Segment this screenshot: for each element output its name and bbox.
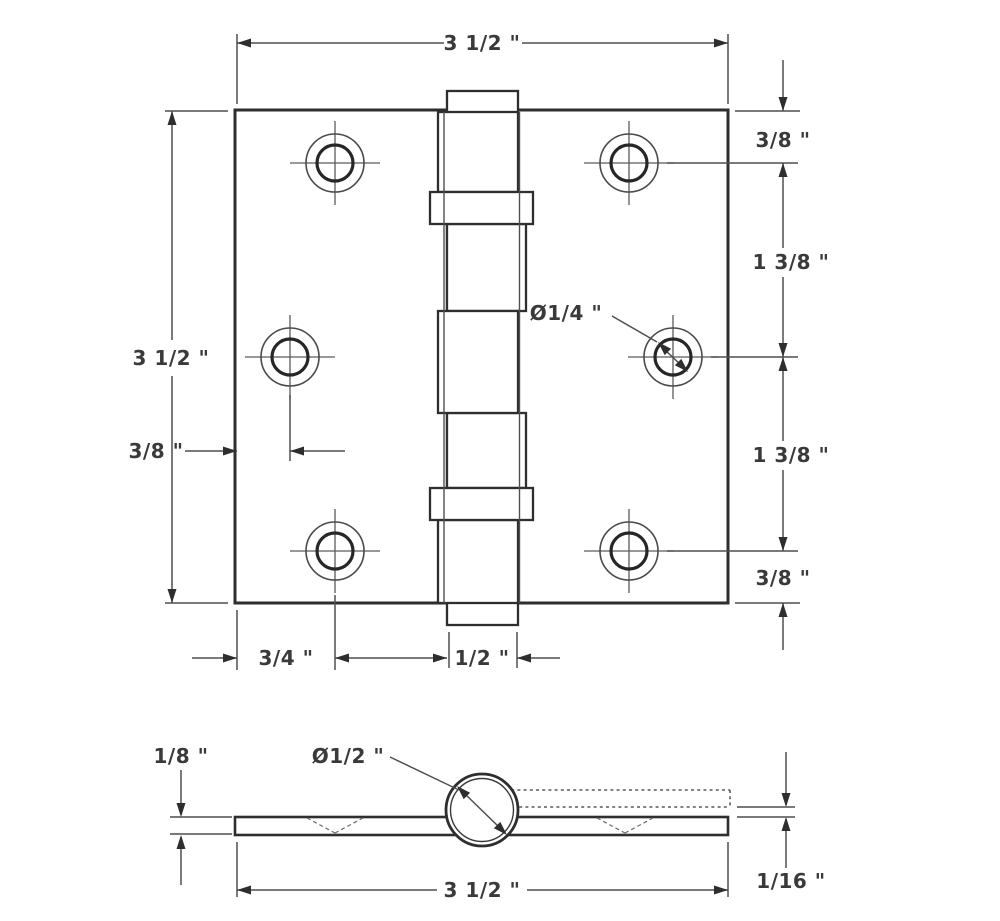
barrel-profile [444, 772, 520, 848]
dim-label-top-margin: 3/8 " [755, 128, 810, 152]
countersink-marks [306, 817, 654, 834]
knuckle-right-upper [445, 222, 528, 313]
screw-hole [288, 119, 382, 207]
dim-leaf-offset: 1/16 " [737, 752, 825, 893]
leader-line [389, 756, 460, 791]
leader-line [611, 315, 658, 343]
dim-label-edge-to-corner-hole: 3/4 " [258, 646, 313, 670]
bearing-ring-lower [428, 486, 535, 522]
knuckle-left-top [436, 110, 520, 194]
bearing-ring-upper [428, 190, 535, 226]
dim-label-overall-width-bottom: 3 1/2 " [444, 878, 521, 902]
dim-label-leaf-thickness: 1/8 " [153, 744, 208, 768]
dim-overall-width-top: 3 1/2 " [236, 31, 729, 104]
dim-edge-to-center-hole: 3/8 " [128, 439, 345, 463]
dim-label-screw-hole-diameter: Ø1/4 " [530, 301, 603, 325]
dim-right-stack: 3/8 " 1 3/8 " 1 3/8 " 3/8 " [735, 60, 829, 650]
hinge-barrel [428, 89, 535, 627]
knuckle-left-bottom [436, 518, 520, 605]
knuckle-right-lower [445, 411, 528, 490]
ghost-leaf-dashed [505, 789, 731, 808]
screw-hole [582, 119, 676, 207]
leaf-right-profile [507, 815, 730, 837]
callout-barrel-diameter: Ø1/2 " [312, 744, 460, 791]
dim-label-hole-spacing-upper: 1 3/8 " [753, 250, 830, 274]
dim-label-edge-to-center-hole: 3/8 " [128, 439, 183, 463]
dim-label-height-left: 3 1/2 " [133, 346, 210, 370]
top-view: 3 1/2 " 3 1/2 " 3/8 " 3/8 " [128, 31, 829, 670]
dim-label-bottom-margin: 3/8 " [755, 566, 810, 590]
screw-hole [582, 507, 676, 595]
leaf-left-profile [233, 815, 457, 837]
dim-label-barrel-diameter: Ø1/2 " [312, 744, 385, 768]
dim-label-hole-spacing-lower: 1 3/8 " [753, 443, 830, 467]
callout-screw-hole-diameter: Ø1/4 " [530, 301, 688, 372]
dim-label-knuckle-width: 1/2 " [454, 646, 509, 670]
dim-bottom-row: 3/4 " 1/2 " [192, 610, 560, 670]
side-view: Ø1/2 " 1/8 " 3 1/2 " [153, 744, 825, 902]
knuckle-left-middle [436, 309, 520, 415]
dim-label-leaf-offset: 1/16 " [756, 869, 825, 893]
dim-label-width-top: 3 1/2 " [444, 31, 521, 55]
screw-hole [243, 313, 337, 401]
screw-hole [288, 507, 382, 595]
dim-leaf-thickness: 1/8 " [153, 744, 232, 885]
dim-overall-width-bottom: 3 1/2 " [236, 842, 729, 902]
dim-overall-height-left: 3 1/2 " [133, 110, 228, 604]
